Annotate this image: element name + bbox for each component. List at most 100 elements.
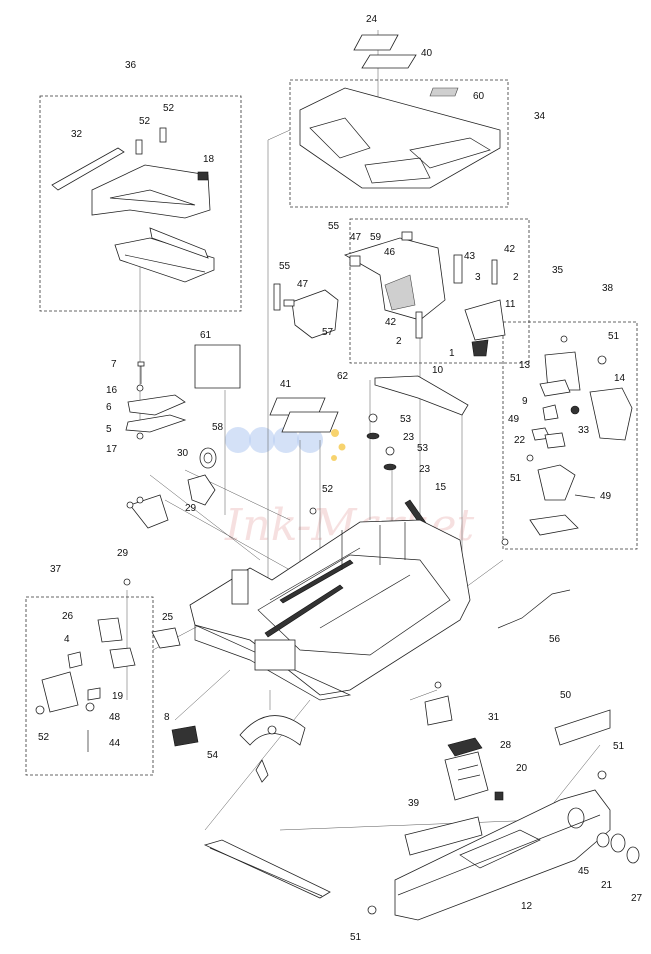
side-latch-assembly-37 <box>35 578 136 752</box>
callout-49: 49 <box>508 414 520 425</box>
callout-34: 34 <box>534 111 546 122</box>
callout-46: 46 <box>384 247 396 258</box>
tray-cover-34 <box>299 87 501 189</box>
callout-48: 48 <box>109 712 121 723</box>
callout-23: 23 <box>419 464 431 475</box>
callout-2: 2 <box>396 336 402 347</box>
screw-52-a <box>309 507 317 515</box>
guide-assembly-35 <box>344 231 506 357</box>
callout-42: 42 <box>504 244 516 255</box>
callout-53: 53 <box>400 414 412 425</box>
callout-6: 6 <box>106 402 112 413</box>
pad-20 <box>494 791 504 801</box>
assembly-box-35 <box>349 218 530 364</box>
callout-labels: 24 40 36 52 52 32 18 60 34 55 47 59 46 4… <box>38 14 643 943</box>
callout-54: 54 <box>207 750 219 761</box>
callout-23: 23 <box>403 432 415 443</box>
callout-60: 60 <box>473 91 485 102</box>
callout-41: 41 <box>280 379 292 390</box>
callout-16: 16 <box>106 385 118 396</box>
pad-8 <box>171 725 199 747</box>
callout-5: 5 <box>106 424 112 435</box>
label-sheet-50 <box>554 709 611 746</box>
callout-9: 9 <box>522 396 528 407</box>
callout-58: 58 <box>212 422 224 433</box>
side-guide-57 <box>273 283 339 339</box>
callout-52: 52 <box>163 103 175 114</box>
callout-45: 45 <box>578 866 590 877</box>
callout-61: 61 <box>200 330 212 341</box>
callout-10: 10 <box>432 365 444 376</box>
knob-45 <box>596 832 610 848</box>
callout-28: 28 <box>500 740 512 751</box>
callout-57: 57 <box>322 327 334 338</box>
assembly-box-36 <box>39 95 242 312</box>
rail-32 <box>51 147 125 191</box>
front-bezel-12 <box>394 789 611 921</box>
callout-2: 2 <box>513 272 519 283</box>
callout-55: 55 <box>279 261 291 272</box>
label-strip-24 <box>353 34 399 51</box>
arc-plate-54 <box>239 715 306 783</box>
callout-30: 30 <box>177 448 189 459</box>
callout-56: 56 <box>549 634 561 645</box>
callout-8: 8 <box>164 712 170 723</box>
callout-49: 49 <box>600 491 612 502</box>
callout-20: 20 <box>516 763 528 774</box>
callout-52: 52 <box>38 732 50 743</box>
screw-51-a <box>597 770 607 780</box>
washer-23-a <box>366 432 380 440</box>
callout-17: 17 <box>106 444 118 455</box>
lever-25 <box>151 627 181 649</box>
callout-43: 43 <box>464 251 476 262</box>
callout-29: 29 <box>117 548 129 559</box>
callout-59: 59 <box>370 232 382 243</box>
callout-32: 32 <box>71 129 83 140</box>
assembly-box-34 <box>289 79 509 208</box>
spring-wire-56 <box>497 589 571 629</box>
callout-31: 31 <box>488 712 500 723</box>
paper-tray-main <box>189 519 471 701</box>
label-sheet-62 <box>281 411 339 433</box>
callout-37: 37 <box>50 564 62 575</box>
callout-53: 53 <box>417 443 429 454</box>
callout-51: 51 <box>350 932 362 943</box>
callout-40: 40 <box>421 48 433 59</box>
callout-44: 44 <box>109 738 121 749</box>
callout-13: 13 <box>519 360 531 371</box>
release-assembly-38 <box>501 335 633 546</box>
callout-50: 50 <box>560 690 572 701</box>
callout-19: 19 <box>112 691 124 702</box>
washer-23-b <box>383 463 397 471</box>
callout-33: 33 <box>578 425 590 436</box>
callout-27: 27 <box>631 893 643 904</box>
label-sheet-61 <box>194 344 241 389</box>
callout-47: 47 <box>350 232 362 243</box>
knob-21 <box>610 833 626 853</box>
bracket-31 <box>447 737 483 757</box>
callout-3: 3 <box>475 272 481 283</box>
callout-18: 18 <box>203 154 215 165</box>
callout-7: 7 <box>111 359 117 370</box>
callout-39: 39 <box>408 798 420 809</box>
callout-52: 52 <box>139 116 151 127</box>
bottom-rail <box>203 839 331 899</box>
screw-53-b <box>385 446 395 456</box>
label-sheet-39 <box>404 816 483 856</box>
screw-7 <box>137 361 145 384</box>
callout-22: 22 <box>514 435 526 446</box>
callout-52: 52 <box>322 484 334 495</box>
callout-51: 51 <box>510 473 522 484</box>
latch-28 <box>444 751 489 801</box>
callout-11: 11 <box>505 299 516 310</box>
callout-26: 26 <box>62 611 74 622</box>
bracket-top <box>424 681 453 726</box>
slide-rail-assembly <box>114 227 215 283</box>
callout-21: 21 <box>601 880 613 891</box>
callout-42: 42 <box>385 317 397 328</box>
callout-35: 35 <box>552 265 564 276</box>
callout-25: 25 <box>162 612 174 623</box>
assembly-box-38 <box>502 321 638 550</box>
roller-58 <box>199 447 217 469</box>
